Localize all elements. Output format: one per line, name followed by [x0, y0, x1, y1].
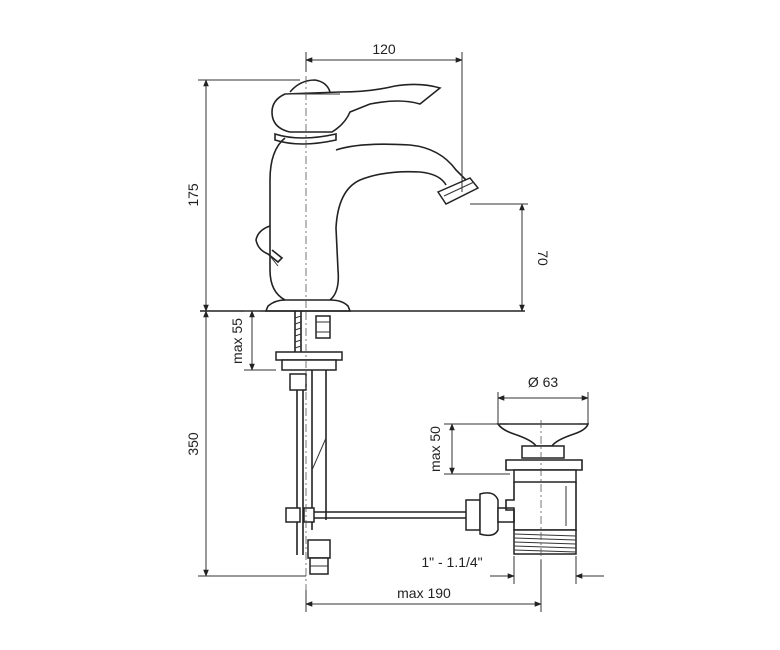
faucet-body — [200, 76, 525, 312]
dim-label-120: 120 — [372, 41, 396, 57]
dim-label-175: 175 — [185, 183, 201, 207]
dim-label-max-50: max 50 — [427, 426, 443, 472]
dim-label-350: 350 — [185, 432, 201, 456]
dim-label-diameter-63: Ø 63 — [528, 374, 559, 390]
mounting-shank — [275, 311, 343, 610]
dim-label-max-190: max 190 — [397, 585, 451, 601]
pop-up-rod — [314, 492, 515, 537]
dimension-lines — [198, 52, 604, 612]
dim-label-70: 70 — [535, 250, 551, 266]
dim-label-thread: 1" - 1.1/4" — [421, 554, 482, 570]
dim-label-max-55: max 55 — [229, 318, 245, 364]
drain-assembly — [496, 420, 590, 580]
